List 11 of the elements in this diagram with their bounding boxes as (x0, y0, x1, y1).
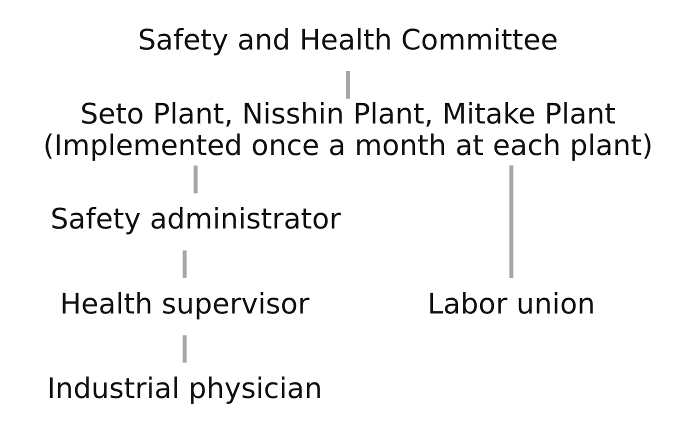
node-text: Safety and Health Committee (138, 24, 558, 57)
node-text: Seto Plant, Nisshin Plant, Mitake Plant (Implemented once a month at each plant) (43, 97, 653, 162)
node-text: Industrial physician (47, 372, 322, 406)
connector (346, 71, 350, 99)
node-text: Health supervisor (60, 287, 310, 320)
node-text: Labor union (427, 287, 596, 320)
connector (509, 165, 514, 278)
node-text: Safety administrator (50, 202, 341, 236)
connector (194, 166, 198, 194)
connector (182, 250, 187, 278)
connector (182, 335, 187, 363)
